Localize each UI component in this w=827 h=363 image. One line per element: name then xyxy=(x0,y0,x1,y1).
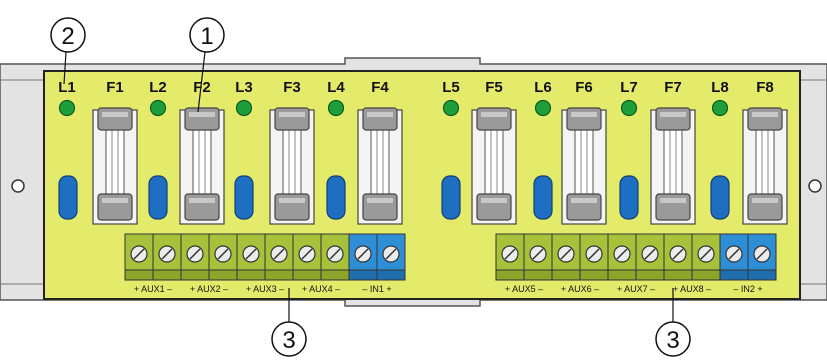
terminal-label: + AUX4 – xyxy=(302,284,340,294)
slot-group xyxy=(58,175,730,220)
callout-number: 3 xyxy=(666,327,679,354)
callout-number: 3 xyxy=(282,327,295,354)
aux-terminal xyxy=(579,233,609,281)
led-label: L4 xyxy=(327,79,345,96)
terminal-label: – IN1 + xyxy=(362,284,391,294)
terminal-label: + AUX8 – xyxy=(673,284,711,294)
led-label: L1 xyxy=(58,79,76,96)
led-l5 xyxy=(442,99,460,117)
led-label: L7 xyxy=(620,79,638,96)
mounting-slot xyxy=(619,175,639,220)
mounting-slot xyxy=(234,175,254,220)
fuse-f4 xyxy=(357,107,403,225)
input-terminal xyxy=(747,233,777,281)
aux-terminal xyxy=(264,233,294,281)
fuse-label: F2 xyxy=(193,79,211,96)
mounting-slot xyxy=(441,175,461,220)
fuse-label: F6 xyxy=(575,79,593,96)
aux-terminal xyxy=(320,233,350,281)
callout-circle-1 xyxy=(189,17,225,53)
left-mount-hole xyxy=(11,179,25,193)
terminal-label: + AUX1 – xyxy=(134,284,172,294)
fuse-f3 xyxy=(269,107,315,225)
aux-terminal xyxy=(236,233,266,281)
mounting-slot xyxy=(148,175,168,220)
fuse-label: F4 xyxy=(371,79,389,96)
led-label: L2 xyxy=(149,79,167,96)
callout-number: 2 xyxy=(61,23,74,50)
aux-terminal xyxy=(180,233,210,281)
fuse-label: F3 xyxy=(283,79,301,96)
input-terminal xyxy=(348,233,378,281)
fuse-f1 xyxy=(92,107,138,225)
aux-terminal xyxy=(607,233,637,281)
callout-leader xyxy=(197,51,206,113)
terminal-label: + AUX2 – xyxy=(190,284,228,294)
terminal-label: + AUX3 – xyxy=(246,284,284,294)
led-l2 xyxy=(149,99,167,117)
fuse-group xyxy=(92,107,788,225)
right-mount-hole xyxy=(808,179,822,193)
aux-terminal xyxy=(523,233,553,281)
fuse-f7 xyxy=(650,107,696,225)
callout-number: 1 xyxy=(200,23,213,50)
led-label: L6 xyxy=(534,79,552,96)
led-l3 xyxy=(235,99,253,117)
aux-terminal xyxy=(663,233,693,281)
terminal-labels: + AUX1 – + AUX2 – + AUX3 – + AUX4 – – IN1 + +… xyxy=(134,284,763,294)
input-terminal xyxy=(376,233,406,281)
mounting-slot xyxy=(710,175,730,220)
fuse-f8 xyxy=(742,107,788,225)
aux-terminal xyxy=(124,233,154,281)
callout-circle-2 xyxy=(50,17,86,53)
led-group xyxy=(58,99,729,117)
terminal-label: + AUX5 – xyxy=(505,284,543,294)
led-l1 xyxy=(58,99,76,117)
led-l7 xyxy=(620,99,638,117)
aux-terminal xyxy=(495,233,525,281)
fuse-label: F8 xyxy=(756,79,774,96)
aux-terminal xyxy=(635,233,665,281)
component-labels: L1 L2 L3 L4 L5 L6 L7 L8 F1 F2 F3 F4 F5 F6 F7 F8 xyxy=(58,79,774,96)
aux-terminal xyxy=(691,233,721,281)
led-l4 xyxy=(327,99,345,117)
aux-terminal xyxy=(551,233,581,281)
fuse-f2 xyxy=(179,107,225,225)
aux-terminal xyxy=(208,233,238,281)
fuse-label: F5 xyxy=(485,79,503,96)
mounting-slot xyxy=(326,175,346,220)
terminal-label: + AUX7 – xyxy=(617,284,655,294)
input-terminal xyxy=(719,233,749,281)
led-l6 xyxy=(534,99,552,117)
callout-leader xyxy=(63,51,67,85)
aux-terminal xyxy=(292,233,322,281)
led-l8 xyxy=(711,99,729,117)
led-label: L3 xyxy=(235,79,253,96)
terminal-block-left xyxy=(124,233,406,281)
led-label: L5 xyxy=(442,79,460,96)
callout-group: 2 1 3 3 xyxy=(50,17,691,357)
aux-terminal xyxy=(152,233,182,281)
mounting-slot xyxy=(58,175,78,220)
terminal-block-right xyxy=(495,233,777,281)
terminal-label: + AUX6 – xyxy=(561,284,599,294)
fuse-f6 xyxy=(561,107,607,225)
terminal-label: – IN2 + xyxy=(733,284,762,294)
mounting-slot xyxy=(533,175,553,220)
fuse-label: F1 xyxy=(106,79,124,96)
led-label: L8 xyxy=(711,79,729,96)
fuse-f5 xyxy=(471,107,517,225)
fuse-label: F7 xyxy=(664,79,682,96)
